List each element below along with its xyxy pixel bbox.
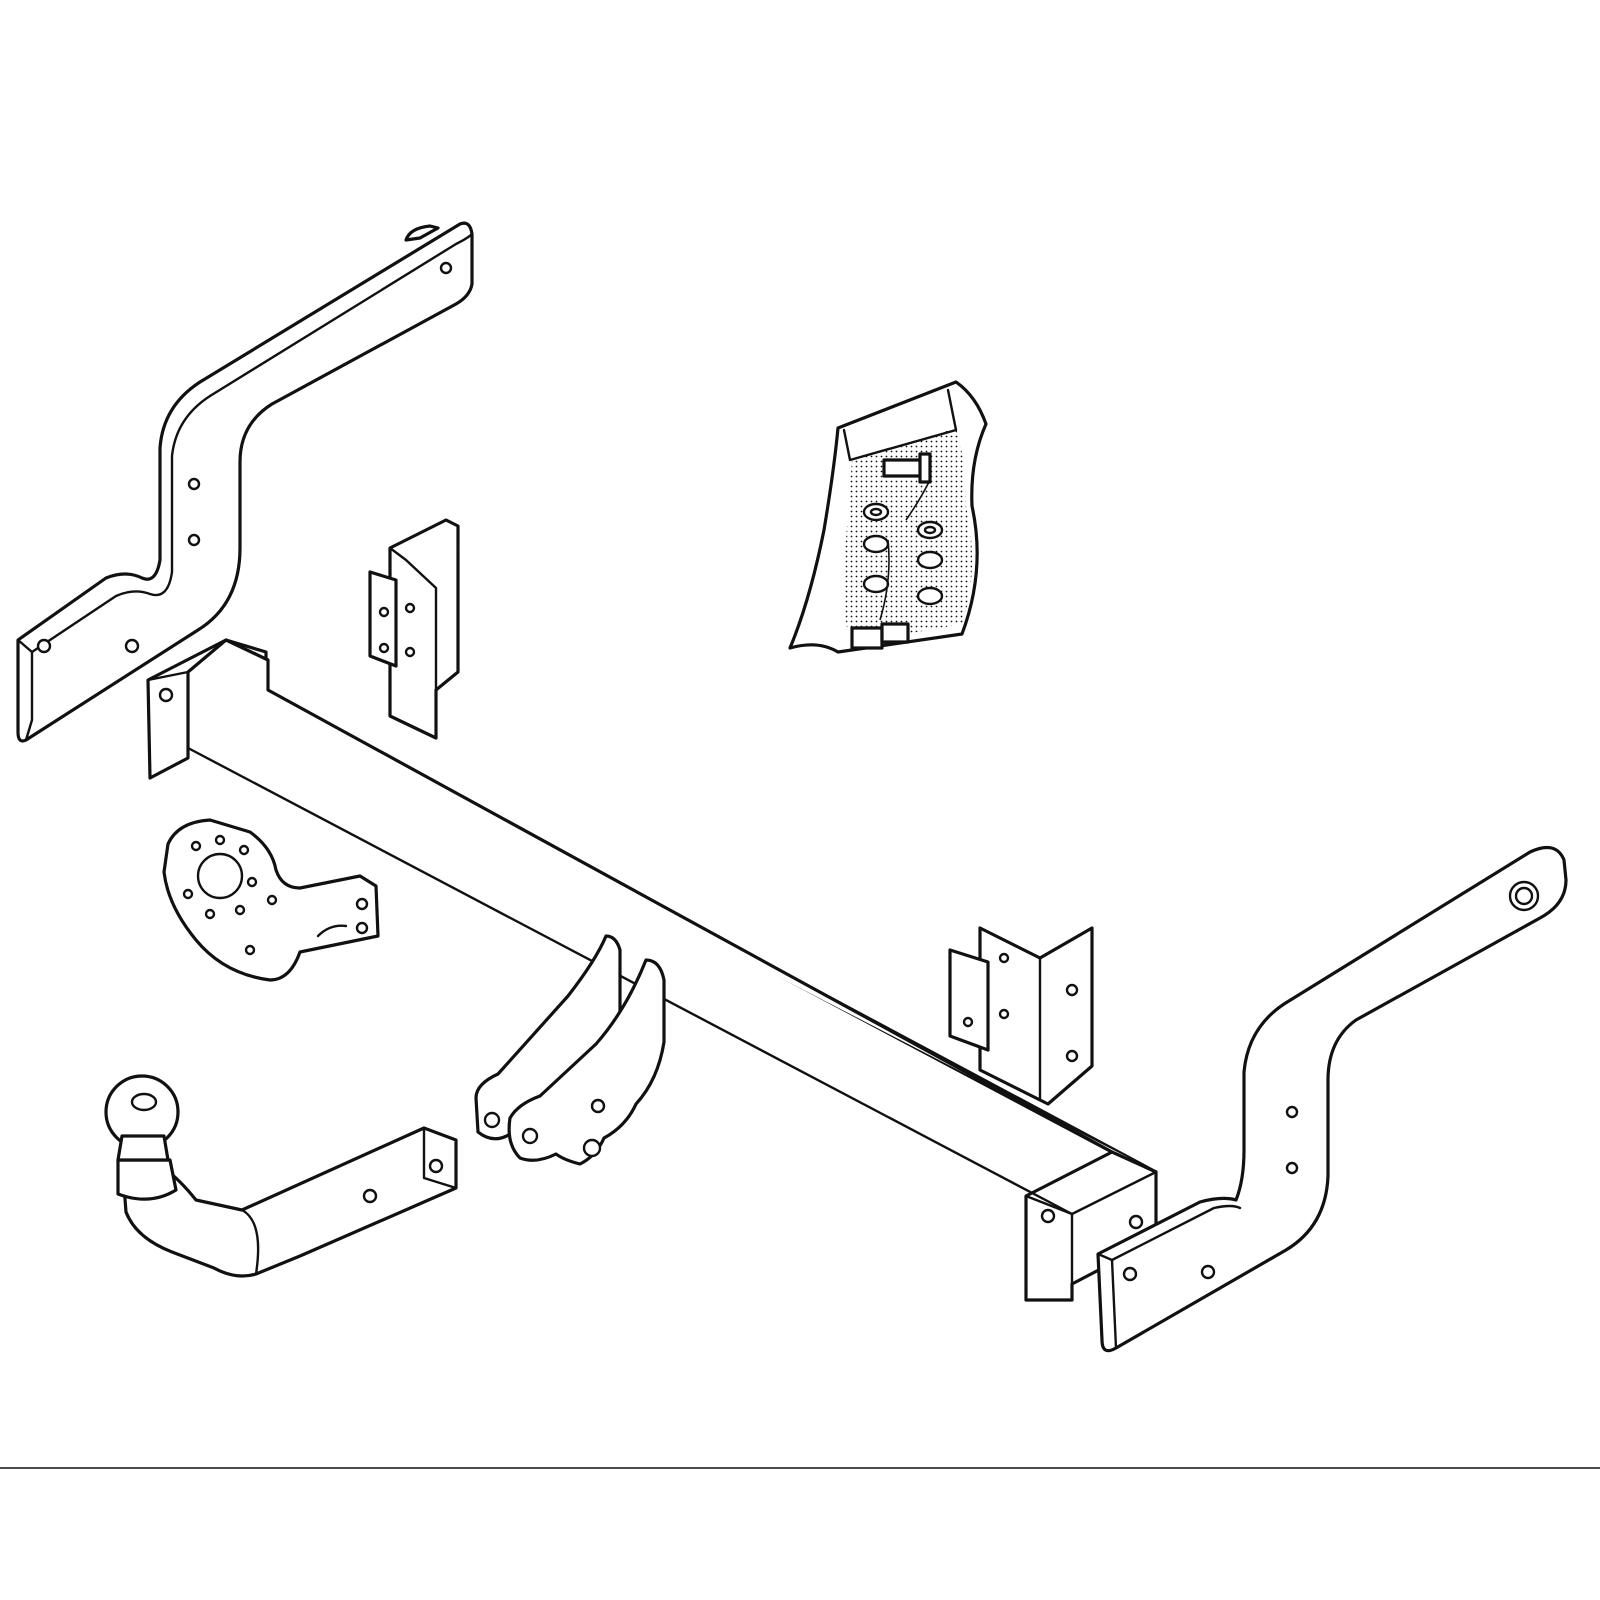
right-side-bracket [1096, 845, 1568, 1353]
center-mounting-plates [948, 926, 1094, 1106]
tow-ball-neck [104, 1074, 458, 1278]
center-mounting-plates [368, 518, 460, 740]
lower-angle-bracket [507, 958, 666, 1166]
main-crossbar [146, 638, 1158, 1302]
hardware-bag [788, 380, 988, 654]
left-side-bracket [16, 221, 474, 743]
socket-plate [162, 818, 380, 982]
